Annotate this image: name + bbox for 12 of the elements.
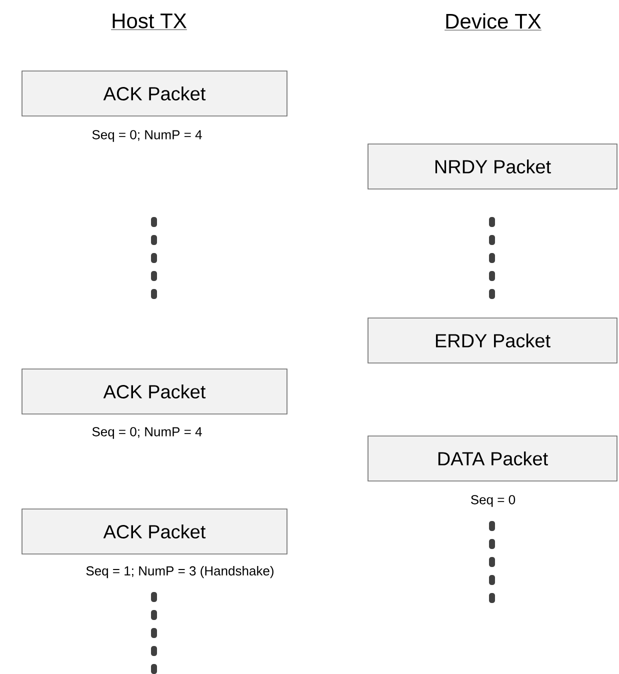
column-heading: Host TX xyxy=(110,14,188,30)
packet-box: ERDY Packet xyxy=(368,318,618,364)
column-heading: Device TX xyxy=(444,13,542,30)
sequence-note: Seq = 1; NumP = 3 (Handshake) xyxy=(86,566,274,578)
sequence-note: Seq = 0; NumP = 4 xyxy=(92,130,202,142)
packet-box: ACK Packet xyxy=(22,508,288,554)
packet-box: DATA Packet xyxy=(368,436,618,482)
packet-box: ACK Packet xyxy=(22,368,288,414)
packet-box: ACK Packet xyxy=(22,70,288,116)
sequence-note: Seq = 0; NumP = 4 xyxy=(92,427,202,439)
packet-box: NRDY Packet xyxy=(368,144,618,190)
sequence-note: Seq = 0 xyxy=(471,495,516,507)
